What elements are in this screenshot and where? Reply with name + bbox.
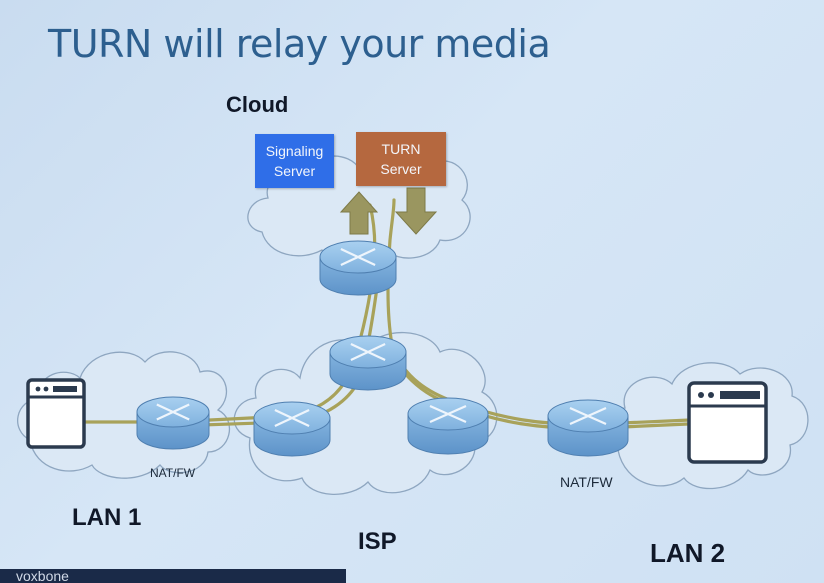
browser-window-icon xyxy=(687,381,768,464)
browser-window-icon xyxy=(26,378,86,449)
lan1-label: LAN 1 xyxy=(72,504,142,531)
router-icon xyxy=(329,335,407,391)
router-icon xyxy=(253,401,331,457)
signaling-server-label-line2: Server xyxy=(273,163,316,179)
arrow-up-icon xyxy=(339,191,379,235)
turn-server-label-line1: TURN xyxy=(381,141,421,157)
slide-title: TURN will relay your media xyxy=(48,22,551,66)
turn-server-box: TURN Server xyxy=(356,132,446,186)
router-icon xyxy=(136,396,210,450)
brand-footer: voxbone xyxy=(0,569,346,583)
router-icon xyxy=(319,240,397,296)
arrow-down-icon xyxy=(394,187,438,235)
cloud-label: Cloud xyxy=(226,92,289,117)
signaling-server-label-line1: Signaling xyxy=(265,143,324,159)
nat-fw-label-left: NAT/FW xyxy=(150,466,196,480)
router-icon xyxy=(547,399,629,457)
nat-fw-label-right: NAT/FW xyxy=(560,474,613,490)
router-icon xyxy=(407,397,489,455)
lan2-label: LAN 2 xyxy=(650,538,726,568)
signaling-server-box: Signaling Server xyxy=(255,134,334,188)
turn-server-label-line2: Server xyxy=(380,161,422,177)
isp-label: ISP xyxy=(358,528,397,555)
